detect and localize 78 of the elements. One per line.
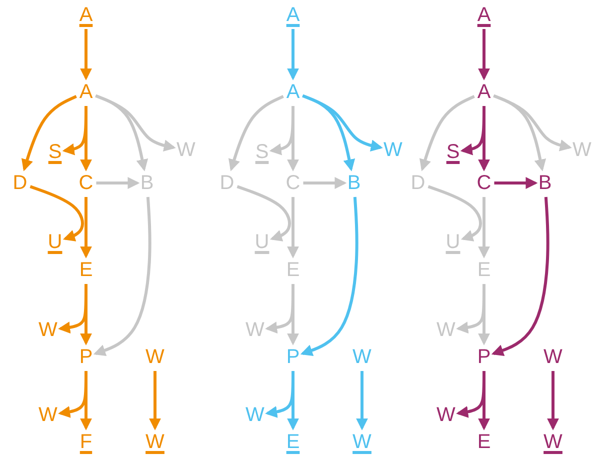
state-label: E bbox=[477, 259, 491, 281]
arrow bbox=[287, 197, 299, 258]
arrow bbox=[80, 197, 92, 258]
arrow bbox=[287, 284, 299, 346]
state-label: A bbox=[477, 81, 491, 103]
arrow bbox=[228, 95, 284, 172]
arrow bbox=[478, 29, 490, 80]
state-label: W bbox=[352, 431, 372, 453]
state-label: U bbox=[48, 231, 62, 253]
arrow bbox=[302, 94, 383, 152]
state-label: S bbox=[255, 141, 269, 163]
state-label: B bbox=[538, 172, 552, 194]
arrow bbox=[236, 185, 291, 242]
state-label: W bbox=[176, 139, 196, 161]
arrow bbox=[478, 106, 490, 172]
state-label: W bbox=[436, 404, 456, 426]
state-label: U bbox=[254, 231, 270, 253]
state-label: C bbox=[78, 172, 94, 194]
arrow bbox=[93, 196, 152, 356]
arrow bbox=[356, 371, 368, 430]
state-label: W bbox=[146, 431, 164, 453]
state-label: W bbox=[572, 139, 592, 161]
arrow bbox=[149, 371, 161, 430]
state-label: B bbox=[140, 172, 154, 194]
arrow bbox=[493, 94, 572, 152]
arrow bbox=[419, 95, 475, 172]
state-label: W bbox=[246, 319, 264, 341]
arrow bbox=[287, 29, 299, 80]
state-label: D bbox=[410, 172, 426, 194]
state-label: P bbox=[79, 346, 93, 368]
state-label: P bbox=[286, 346, 300, 368]
arrow bbox=[428, 185, 482, 242]
arrow bbox=[478, 197, 490, 258]
arrow bbox=[494, 177, 538, 189]
state-label: A bbox=[477, 4, 491, 26]
arrow bbox=[21, 95, 77, 172]
state-label: C bbox=[286, 172, 300, 194]
arrow bbox=[96, 177, 140, 189]
arrow bbox=[30, 185, 84, 242]
state-label: A bbox=[286, 81, 300, 103]
state-label: D bbox=[12, 172, 28, 194]
state-label: W bbox=[544, 431, 562, 453]
state-label: E bbox=[79, 259, 93, 281]
arrow bbox=[303, 177, 347, 189]
state-label: C bbox=[476, 172, 492, 194]
state-label: W bbox=[544, 346, 562, 368]
state-label: W bbox=[352, 346, 372, 368]
state-label: D bbox=[220, 172, 234, 194]
state-label: W bbox=[436, 319, 456, 341]
state-label: A bbox=[79, 81, 93, 103]
state-label: P bbox=[477, 346, 491, 368]
state-label: W bbox=[38, 404, 58, 426]
state-label: E bbox=[477, 431, 491, 453]
state-label: E bbox=[286, 259, 300, 281]
arrow bbox=[80, 29, 92, 80]
arrow bbox=[80, 106, 92, 172]
arrow bbox=[287, 106, 299, 172]
state-label: A bbox=[286, 4, 300, 26]
state-label: E bbox=[286, 431, 300, 453]
state-label: S bbox=[48, 141, 62, 163]
state-label: W bbox=[146, 346, 164, 368]
state-label: W bbox=[246, 404, 264, 426]
arrow bbox=[478, 371, 490, 430]
arrow bbox=[80, 371, 92, 430]
state-label: A bbox=[79, 4, 93, 26]
state-label: W bbox=[38, 319, 58, 341]
state-label: F bbox=[80, 431, 92, 453]
arrow bbox=[300, 196, 358, 356]
arrow bbox=[287, 371, 299, 430]
state-label: U bbox=[446, 231, 460, 253]
arrow bbox=[478, 284, 490, 346]
arrow bbox=[491, 196, 550, 356]
arrow bbox=[95, 94, 176, 152]
arrow bbox=[547, 371, 559, 430]
state-label: W bbox=[384, 139, 402, 161]
state-label: S bbox=[446, 141, 460, 163]
arrow bbox=[80, 284, 92, 346]
state-label: B bbox=[347, 172, 361, 194]
